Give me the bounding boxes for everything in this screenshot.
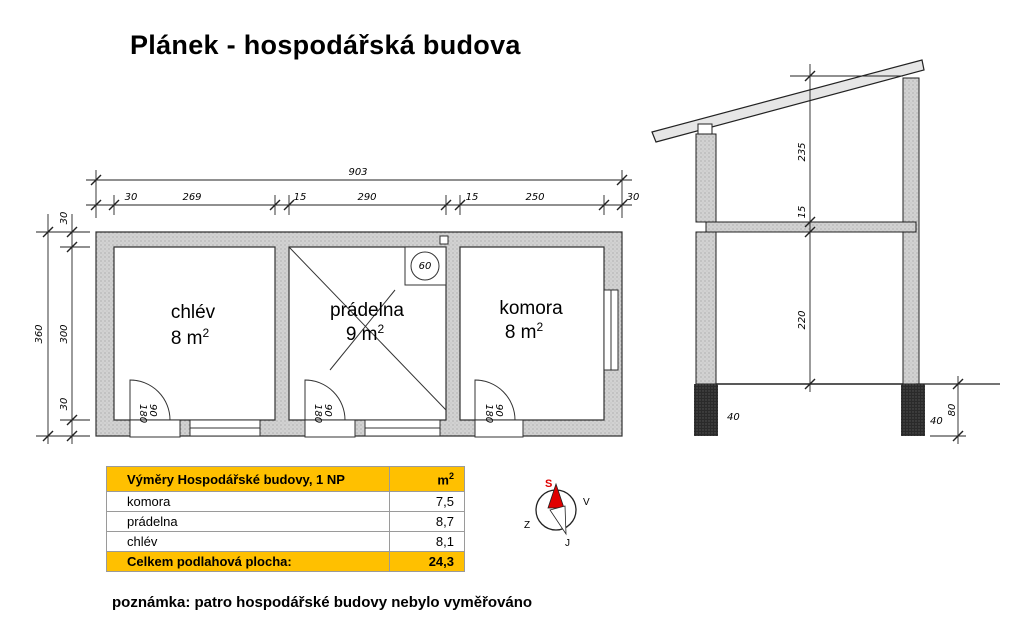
- row-value: 7,5: [389, 491, 465, 512]
- foundation-left: [694, 384, 718, 436]
- windows: [189, 289, 619, 437]
- dim-w6: 250: [525, 192, 544, 203]
- door-openings: [129, 419, 524, 438]
- dim-inner-depth: 300: [59, 324, 70, 343]
- dim-top-wall: 30: [59, 212, 70, 225]
- table-header-label: Výměry Hospodářské budovy, 1 NP: [106, 466, 390, 492]
- dim-foot-right: 40: [930, 416, 943, 427]
- room-pradelna-area: 9 m2: [346, 322, 385, 345]
- dim-foot-left: 40: [727, 412, 740, 423]
- row-label: komora: [106, 491, 390, 512]
- table-row: chlév 8,1: [106, 531, 465, 552]
- dim-w2: 269: [182, 192, 201, 203]
- door-dim-2b: 90: [322, 404, 333, 417]
- door-dim-1: 180: [137, 404, 148, 423]
- cross-section: 235 15 220 40 40 80: [651, 59, 1000, 444]
- compass-z: Z: [524, 520, 530, 531]
- room-pradelna-name: prádelna: [330, 300, 404, 321]
- door-swings: [129, 379, 516, 421]
- left-wall-lower: [695, 231, 717, 385]
- table-total-row: Celkem podlahová plocha: 24,3: [106, 551, 465, 572]
- dim-upper-height: 235: [797, 142, 808, 161]
- compass-needle-south: [549, 505, 567, 536]
- row-label: prádelna: [106, 511, 390, 532]
- room-komora-area: 8 m2: [505, 320, 544, 343]
- dim-w7: 30: [627, 192, 640, 203]
- compass-s: S: [545, 478, 552, 490]
- outer-walls: [95, 231, 623, 437]
- left-wall-upper: [695, 133, 717, 223]
- dim-total-depth: 360: [34, 324, 45, 343]
- door-dims: 180 90 180 90 180 90: [137, 404, 504, 423]
- room-chlev-area: 8 m2: [171, 326, 210, 349]
- dim-bottom-wall: 30: [59, 398, 70, 411]
- dim-ceiling: 15: [797, 206, 808, 219]
- dim-lower-height: 220: [797, 310, 808, 329]
- door-dim-3: 180: [483, 404, 494, 423]
- left-dimensions: [36, 214, 90, 444]
- door-dim-2: 180: [312, 404, 323, 423]
- room-chlev-name: chlév: [171, 302, 216, 323]
- table-row: komora 7,5: [106, 491, 465, 512]
- dim-w3: 15: [294, 192, 307, 203]
- dim-total-width: 903: [348, 167, 367, 178]
- door-dim-1b: 90: [147, 404, 158, 417]
- compass-v: V: [583, 497, 590, 508]
- laundry-diagonals: [288, 246, 447, 411]
- total-label: Celkem podlahová plocha:: [106, 551, 390, 572]
- room-komora-name: komora: [499, 298, 563, 319]
- table-header-unit: m2: [389, 466, 465, 492]
- dim-w1: 30: [125, 192, 138, 203]
- table-row: prádelna 8,7: [106, 511, 465, 532]
- row-value: 8,1: [389, 531, 465, 552]
- boiler: 60: [404, 235, 449, 286]
- total-value: 24,3: [389, 551, 465, 572]
- compass-j: J: [565, 538, 570, 549]
- compass: S V J Z: [524, 478, 590, 549]
- dim-foot-depth: 80: [947, 404, 958, 417]
- section-dimensions: [790, 64, 966, 444]
- top-dimensions: [86, 170, 632, 218]
- door-dim-3b: 90: [493, 404, 504, 417]
- footnote: poznámka: patro hospodářské budovy nebyl…: [112, 594, 533, 611]
- dim-w5: 15: [466, 192, 479, 203]
- boiler-dim: 60: [419, 261, 432, 272]
- area-table: Výměry Hospodářské budovy, 1 NP m2 komor…: [106, 466, 465, 572]
- row-value: 8,7: [389, 511, 465, 532]
- table-header-row: Výměry Hospodářské budovy, 1 NP m2: [106, 466, 465, 492]
- floor-plan: 60 180 90 180 90 180 90 chlév 8 m2 práde…: [34, 167, 639, 444]
- roof: [651, 59, 925, 143]
- dim-w4: 290: [357, 192, 376, 203]
- page-title: Plánek - hospodářská budova: [130, 30, 521, 60]
- foundation-right: [901, 384, 925, 436]
- row-label: chlév: [106, 531, 390, 552]
